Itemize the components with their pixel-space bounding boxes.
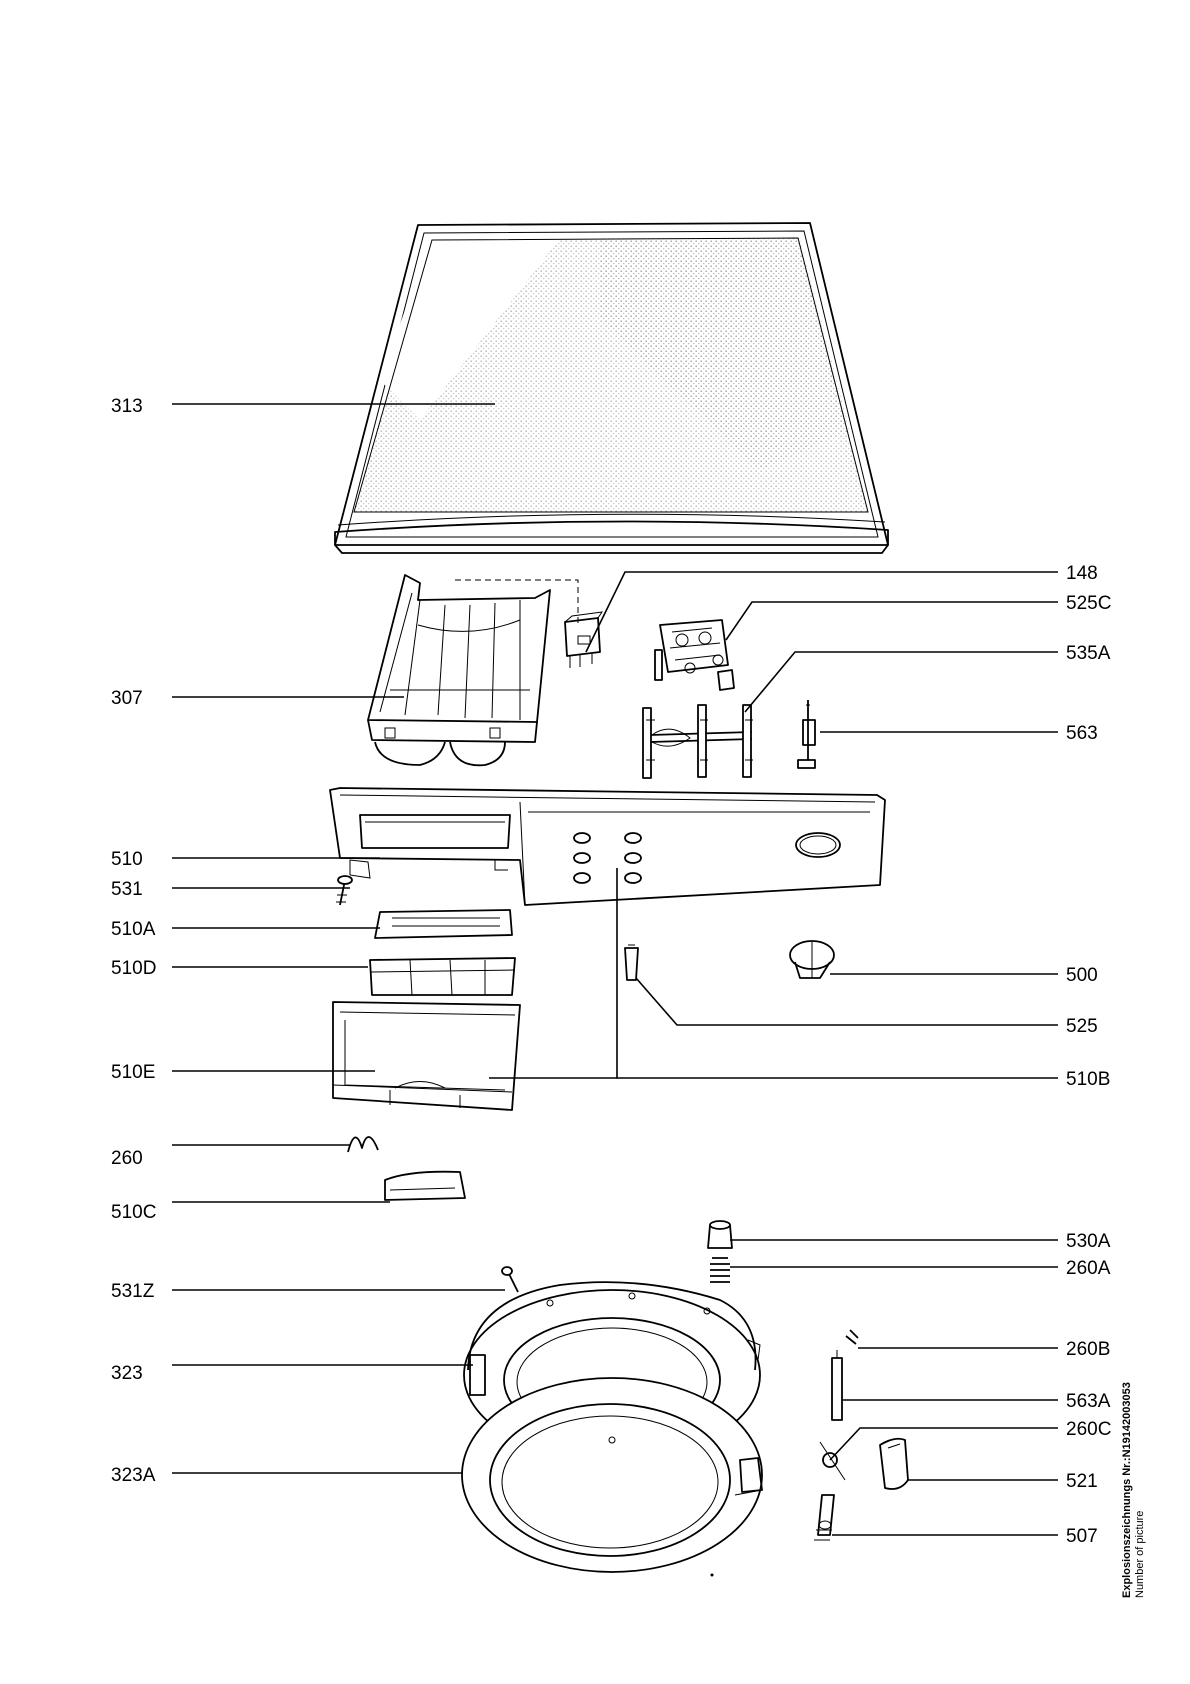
part-510E-drawer: [332, 1001, 521, 1111]
label-148: 148: [1066, 563, 1098, 584]
part-510C-handle: [384, 1170, 466, 1201]
stray-dot: [710, 1573, 714, 1577]
label-500: 500: [1066, 965, 1098, 986]
label-521: 521: [1066, 1471, 1098, 1492]
part-531Z-screw: [501, 1266, 519, 1293]
part-525C-switch: [654, 619, 735, 691]
label-563: 563: [1066, 723, 1098, 744]
part-535A-button-bar: [642, 704, 753, 779]
part-148-connector: [564, 611, 604, 668]
label-510D: 510D: [111, 958, 156, 979]
part-260B-spring: [845, 1329, 859, 1345]
label-260B: 260B: [1066, 1339, 1110, 1360]
label-260C: 260C: [1066, 1419, 1111, 1440]
part-260C-spring: [819, 1441, 846, 1481]
part-510D-insert: [369, 957, 516, 996]
part-507-pin: [814, 1494, 835, 1541]
label-563A: 563A: [1066, 1391, 1111, 1412]
label-525: 525: [1066, 1016, 1098, 1037]
part-307-dispenser-housing: [367, 574, 579, 767]
label-530A: 530A: [1066, 1231, 1111, 1252]
label-525C: 525C: [1066, 593, 1111, 614]
leader-lines: [172, 403, 1058, 1536]
drawing-number-text: Explosionszeichnungs Nr.:N19142003053: [1121, 1382, 1133, 1598]
label-531: 531: [111, 879, 143, 900]
label-510A: 510A: [111, 919, 156, 940]
part-500-knob: [789, 940, 835, 979]
part-525-lamp: [624, 944, 639, 981]
label-507: 507: [1066, 1526, 1098, 1547]
label-323: 323: [111, 1363, 143, 1384]
part-260A-spring: [710, 1257, 730, 1283]
drawing-number-caption: Explosionszeichnungs Nr.:N19142003053 Nu…: [1121, 1268, 1147, 1598]
label-260: 260: [111, 1148, 143, 1169]
label-510: 510: [111, 849, 143, 870]
part-521-cover: [879, 1437, 909, 1490]
label-260A: 260A: [1066, 1258, 1111, 1279]
label-510C: 510C: [111, 1202, 156, 1223]
part-563-actuator: [797, 700, 816, 769]
part-313-top-cover: [334, 222, 889, 554]
part-323A-door-ring: [461, 1377, 763, 1573]
label-313: 313: [111, 396, 143, 417]
part-563A-rod: [831, 1350, 843, 1421]
number-of-picture-text: Number of picture: [1134, 1510, 1146, 1598]
label-510E: 510E: [111, 1062, 155, 1083]
part-260-clip: [347, 1136, 379, 1153]
part-531-screw: [336, 875, 353, 906]
part-510A-strip: [374, 909, 513, 939]
label-307: 307: [111, 688, 143, 709]
part-530A-cap: [707, 1220, 733, 1249]
label-531Z: 531Z: [111, 1281, 155, 1302]
label-510B: 510B: [1066, 1069, 1110, 1090]
part-510-control-panel: [329, 787, 886, 906]
label-323A: 323A: [111, 1465, 156, 1486]
part-number-labels: 313 307 510 531 510A 510D 510E 260 510C …: [111, 396, 1111, 1547]
label-535A: 535A: [1066, 643, 1111, 664]
